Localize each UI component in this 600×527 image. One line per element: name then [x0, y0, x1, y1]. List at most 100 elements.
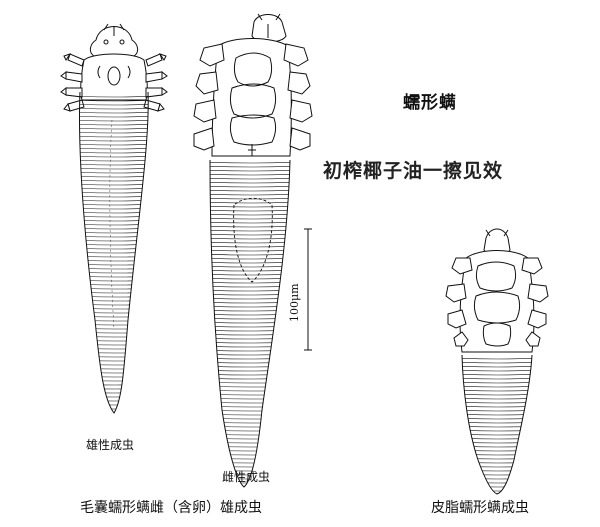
- body-striation: [79, 355, 149, 358]
- body-striation: [79, 143, 149, 146]
- body-striation: [210, 305, 290, 308]
- sebaceous-mite-caption: 皮脂蠕形螨成虫: [431, 500, 529, 516]
- body-striation: [462, 409, 532, 412]
- body-striation: [462, 469, 532, 472]
- body-striation: [79, 235, 149, 238]
- body-striation: [210, 205, 290, 208]
- body-striation: [210, 169, 290, 172]
- body-striation: [210, 373, 290, 376]
- body-striation: [79, 399, 149, 402]
- body-striation: [79, 191, 149, 194]
- body-striation: [462, 377, 532, 380]
- body-striation: [79, 315, 149, 318]
- body-striation: [210, 309, 290, 312]
- body-striation: [210, 257, 290, 260]
- body-striation: [210, 269, 290, 272]
- body-striation: [79, 379, 149, 382]
- body-striation: [210, 341, 290, 344]
- body-striation: [462, 425, 532, 428]
- body-striation: [462, 477, 532, 480]
- body-striation: [210, 273, 290, 276]
- body-striation: [210, 165, 290, 168]
- body-striation: [79, 371, 149, 374]
- body-striation: [210, 345, 290, 348]
- body-striation: [210, 337, 290, 340]
- body-striation: [79, 307, 149, 310]
- body-striation: [462, 461, 532, 464]
- body-striation: [210, 449, 290, 452]
- body-striation: [79, 115, 149, 118]
- body-striation: [79, 347, 149, 350]
- body-striation: [79, 335, 149, 338]
- body-striation: [210, 313, 290, 316]
- body-striation: [462, 365, 532, 368]
- body-striation: [210, 253, 290, 256]
- body-striation: [210, 209, 290, 212]
- body-striation: [79, 219, 149, 222]
- body-striation: [79, 383, 149, 386]
- body-striation: [79, 271, 149, 274]
- body-striation: [210, 265, 290, 268]
- body-striation: [79, 159, 149, 162]
- body-striation: [210, 173, 290, 176]
- body-striation: [79, 263, 149, 266]
- body-striation: [210, 213, 290, 216]
- body-striation: [210, 365, 290, 368]
- body-striation: [210, 433, 290, 436]
- body-striation: [79, 203, 149, 206]
- body-striation: [210, 361, 290, 364]
- body-striation: [79, 163, 149, 166]
- body-striation: [210, 185, 290, 188]
- body-striation: [79, 303, 149, 306]
- male-follicle-mite: [60, 23, 168, 414]
- body-striation: [210, 453, 290, 456]
- body-striation: [462, 421, 532, 424]
- body-striation: [79, 135, 149, 138]
- body-striation: [79, 123, 149, 126]
- body-striation: [79, 367, 149, 370]
- body-striation: [79, 99, 149, 102]
- body-striation: [462, 429, 532, 432]
- body-striation: [79, 111, 149, 114]
- body-striation: [210, 177, 290, 180]
- body-striation: [462, 485, 532, 488]
- sebaceous-mite: [445, 228, 549, 495]
- body-striation: [79, 403, 149, 406]
- body-striation: [79, 179, 149, 182]
- body-striation: [79, 151, 149, 154]
- body-striation: [79, 139, 149, 142]
- body-striation: [79, 339, 149, 342]
- body-striation: [210, 349, 290, 352]
- body-striation: [462, 405, 532, 408]
- body-striation: [79, 331, 149, 334]
- body-striation: [79, 275, 149, 278]
- body-striation: [79, 259, 149, 262]
- follicle-mite-caption: 毛囊蠕形螨雌（含卵）雄成虫: [80, 500, 262, 516]
- body-striation: [462, 397, 532, 400]
- page-title: 蠕形螨: [403, 93, 457, 113]
- body-striation: [462, 385, 532, 388]
- body-striation: [79, 319, 149, 322]
- body-striation: [210, 229, 290, 232]
- body-striation: [79, 363, 149, 366]
- female-label: 雌性成虫: [222, 470, 271, 484]
- body-striation: [79, 211, 149, 214]
- body-striation: [210, 285, 290, 288]
- female-follicle-mite: [193, 13, 313, 488]
- body-striation: [462, 401, 532, 404]
- body-striation: [462, 457, 532, 460]
- body-striation: [462, 433, 532, 436]
- body-striation: [210, 261, 290, 264]
- body-striation: [210, 445, 290, 448]
- body-striation: [462, 449, 532, 452]
- body-striation: [79, 171, 149, 174]
- body-striation: [210, 301, 290, 304]
- body-striation: [210, 277, 290, 280]
- body-striation: [210, 249, 290, 252]
- body-striation: [210, 221, 290, 224]
- body-striation: [79, 395, 149, 398]
- body-striation: [79, 95, 149, 98]
- body-striation: [210, 381, 290, 384]
- body-striation: [79, 375, 149, 378]
